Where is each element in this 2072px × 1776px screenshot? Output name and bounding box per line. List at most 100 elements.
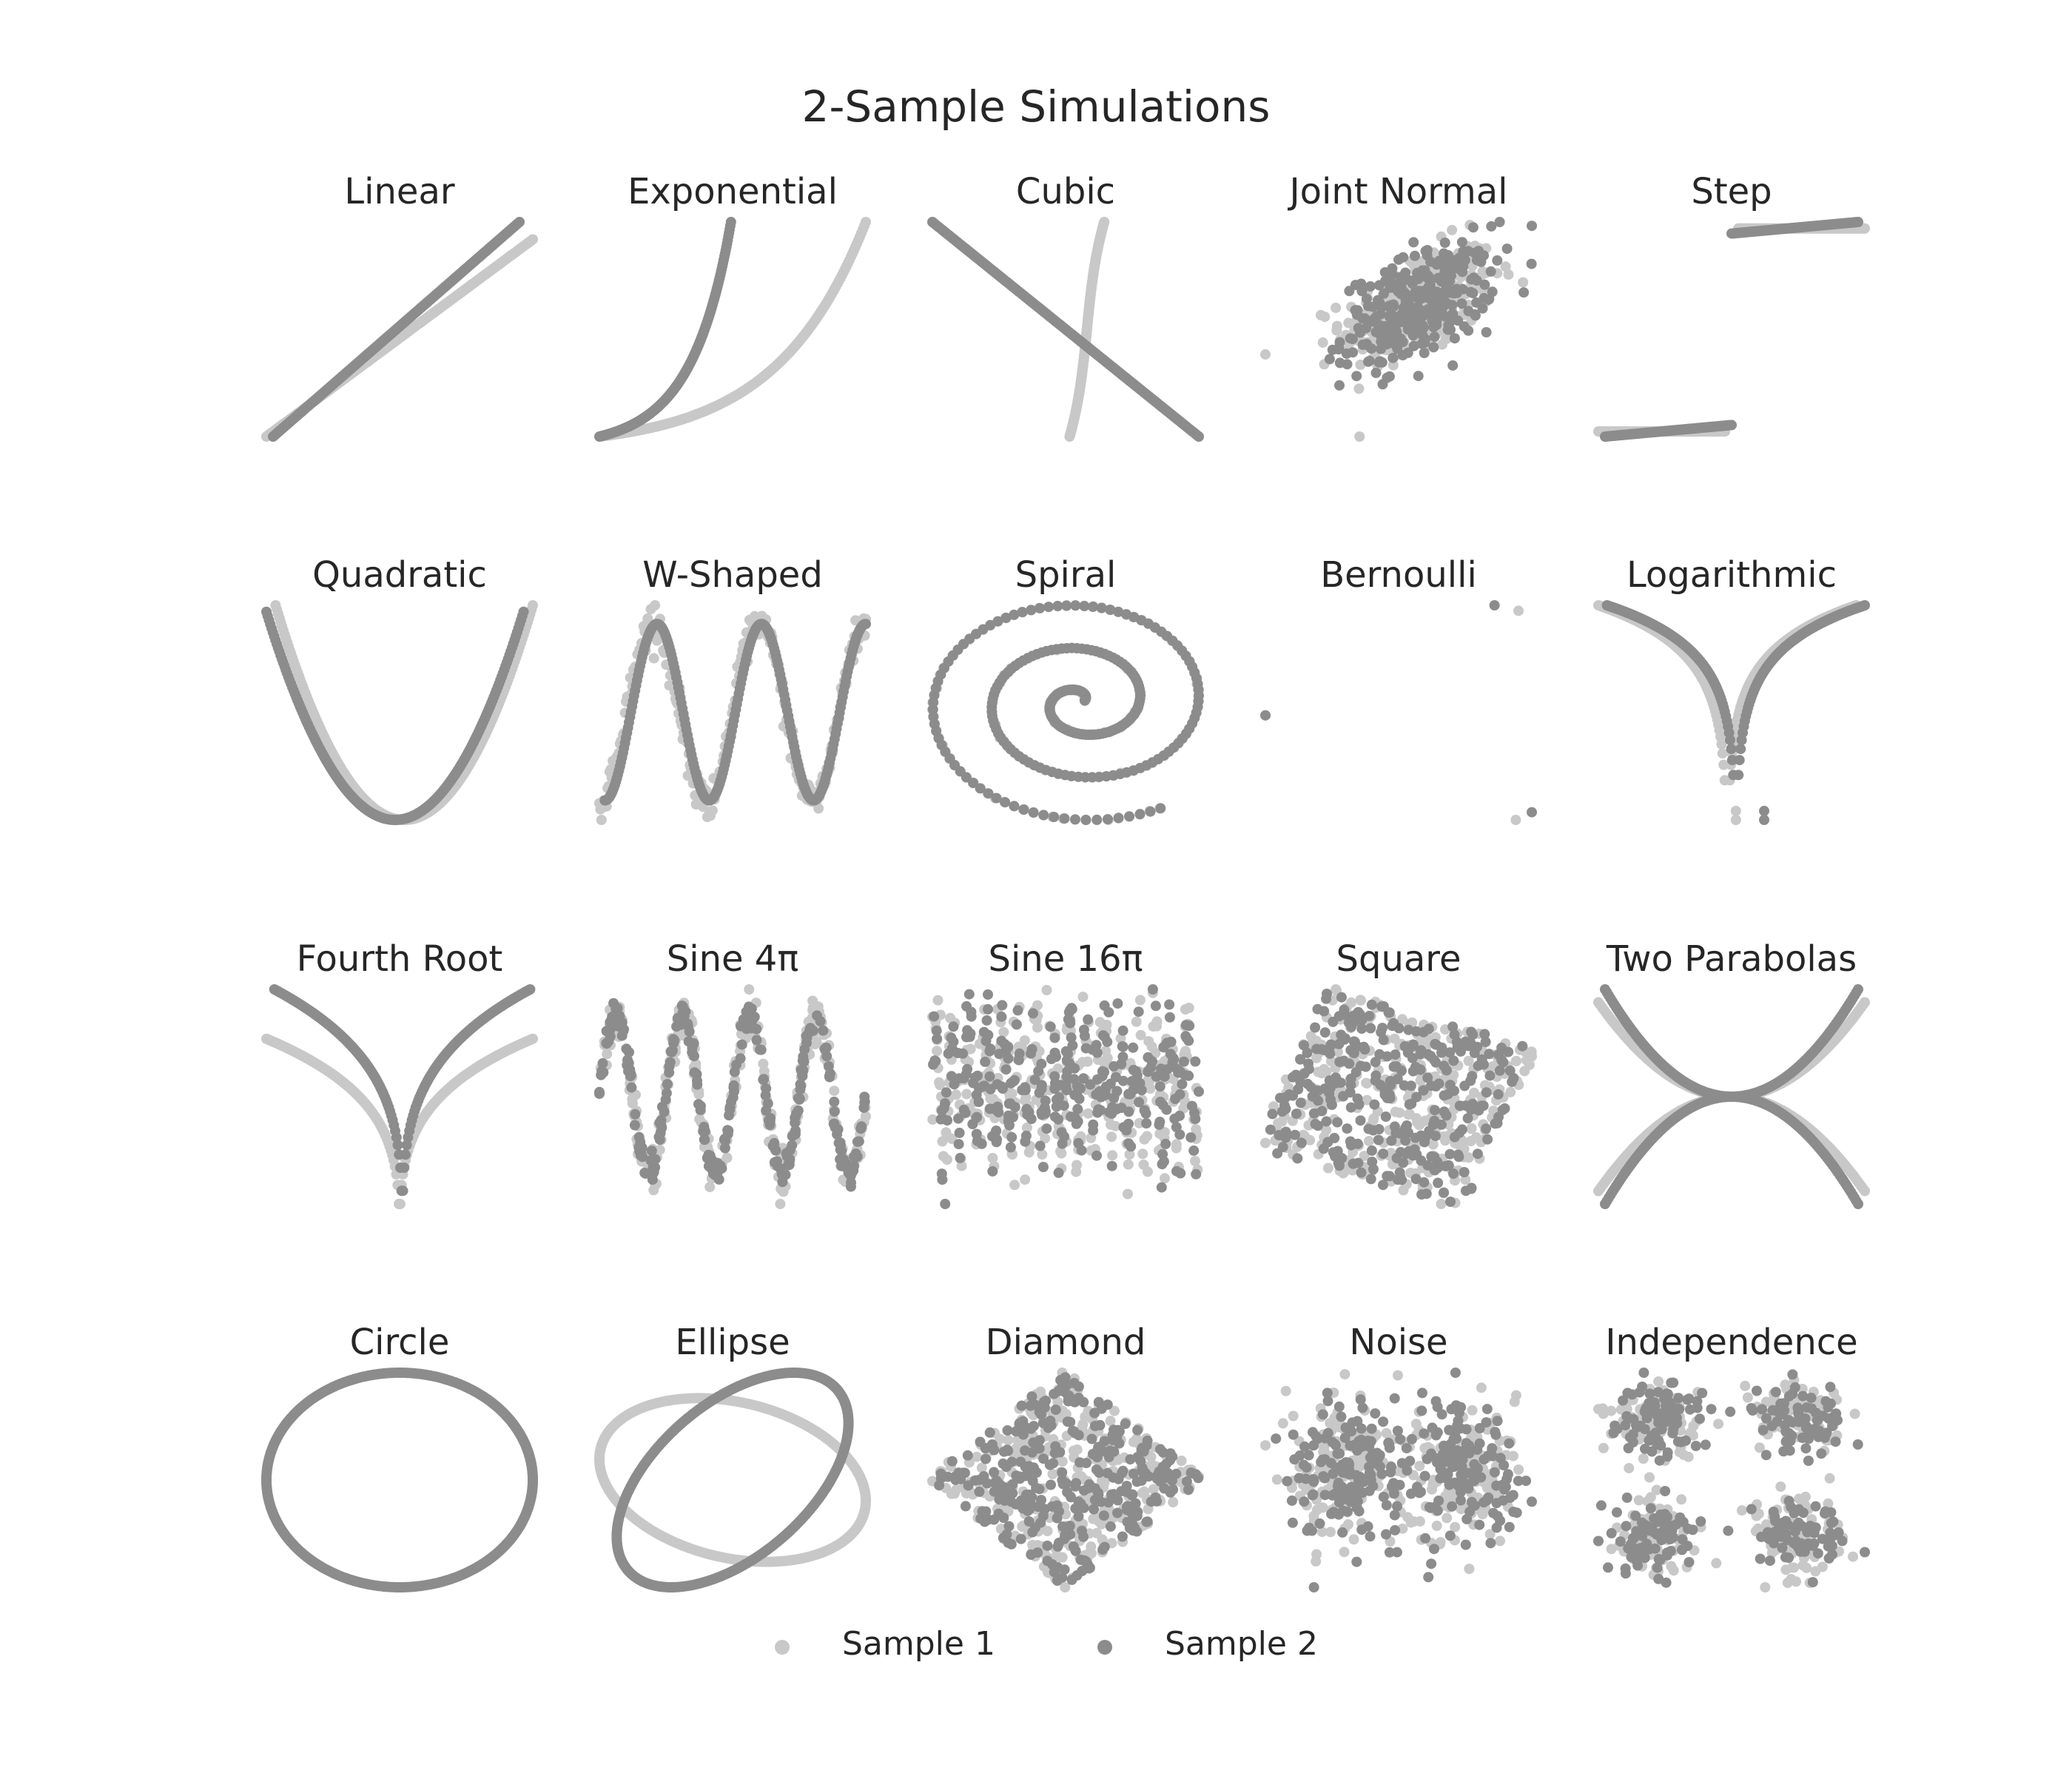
panel-fourth-root: Fourth Root bbox=[261, 938, 538, 1209]
point-sample-1 bbox=[1260, 349, 1271, 360]
point-sample-2 bbox=[1376, 357, 1388, 368]
panel-title: Logarithmic bbox=[1627, 554, 1837, 596]
series-sample-2 bbox=[599, 619, 871, 806]
point-sample-2 bbox=[1102, 814, 1113, 825]
panel-joint-normal: Joint Normal bbox=[1260, 171, 1537, 442]
point-sample-2 bbox=[1324, 354, 1335, 365]
point-sample-2 bbox=[1356, 286, 1368, 297]
point-sample-2 bbox=[1453, 261, 1464, 272]
point-sample-2 bbox=[1420, 334, 1430, 345]
point-sample-2 bbox=[1436, 276, 1447, 287]
point-sample-2 bbox=[1759, 805, 1769, 816]
point-sample-2 bbox=[1449, 333, 1460, 344]
point-sample-2 bbox=[666, 1046, 677, 1057]
panel-title: Sine 4π bbox=[667, 938, 798, 980]
point-sample-1 bbox=[650, 600, 661, 610]
point-sample-1 bbox=[1447, 224, 1458, 235]
point-sample-2 bbox=[1492, 255, 1503, 266]
point-sample-2 bbox=[399, 1163, 410, 1173]
point-sample-2 bbox=[1382, 339, 1392, 350]
point-sample-2 bbox=[1092, 814, 1103, 825]
point-sample-2 bbox=[1402, 324, 1413, 335]
point-sample-2 bbox=[1260, 710, 1271, 721]
point-sample-2 bbox=[1422, 292, 1433, 303]
point-sample-2 bbox=[1860, 600, 1870, 610]
point-sample-2 bbox=[1155, 803, 1166, 814]
point-sample-2 bbox=[795, 1084, 806, 1095]
panel-title: Linear bbox=[344, 171, 454, 212]
point-sample-2 bbox=[525, 984, 536, 995]
point-sample-2 bbox=[688, 1038, 699, 1049]
panel-title: Fourth Root bbox=[297, 938, 503, 980]
point-sample-2 bbox=[1113, 813, 1124, 824]
point-sample-2 bbox=[1388, 352, 1399, 363]
point-sample-2 bbox=[624, 1047, 634, 1057]
point-sample-2 bbox=[1145, 806, 1156, 817]
point-sample-2 bbox=[729, 1066, 740, 1077]
point-sample-1 bbox=[1355, 359, 1366, 370]
point-sample-1 bbox=[775, 1199, 786, 1209]
point-sample-2 bbox=[1408, 340, 1419, 352]
point-sample-2 bbox=[1429, 332, 1440, 343]
point-sample-2 bbox=[1466, 274, 1477, 285]
point-sample-2 bbox=[1388, 281, 1399, 292]
point-sample-2 bbox=[1431, 286, 1442, 297]
series-sample-2 bbox=[1600, 217, 1863, 442]
point-sample-1 bbox=[744, 984, 755, 995]
panel-w-shaped: W-Shaped bbox=[594, 554, 871, 825]
point-sample-2 bbox=[1526, 258, 1537, 269]
point-sample-2 bbox=[1463, 306, 1474, 317]
point-sample-1 bbox=[1503, 269, 1514, 280]
point-sample-2 bbox=[392, 1140, 403, 1151]
point-sample-2 bbox=[1726, 420, 1737, 431]
point-sample-1 bbox=[602, 1049, 613, 1060]
panel-title: W-Shaped bbox=[642, 554, 823, 596]
point-sample-2 bbox=[1079, 600, 1090, 611]
point-sample-2 bbox=[1392, 343, 1403, 354]
point-sample-2 bbox=[1439, 238, 1450, 248]
series-sample-2 bbox=[261, 606, 529, 825]
point-sample-2 bbox=[1527, 221, 1537, 232]
point-sample-2 bbox=[518, 606, 529, 617]
point-sample-2 bbox=[1418, 321, 1429, 332]
panel-title: Cubic bbox=[1016, 171, 1115, 212]
point-sample-1 bbox=[1730, 815, 1741, 825]
point-sample-2 bbox=[1518, 287, 1530, 298]
point-sample-2 bbox=[1035, 602, 1046, 613]
point-sample-2 bbox=[1374, 297, 1385, 308]
point-sample-1 bbox=[829, 1086, 840, 1097]
point-sample-2 bbox=[1353, 323, 1364, 334]
point-sample-2 bbox=[856, 1121, 867, 1132]
point-sample-1 bbox=[394, 1199, 406, 1209]
panel-title: Bernoulli bbox=[1320, 554, 1477, 596]
point-sample-2 bbox=[514, 217, 525, 227]
series-sample-2 bbox=[927, 600, 1204, 825]
point-sample-2 bbox=[1601, 600, 1612, 610]
point-sample-1 bbox=[1730, 805, 1741, 816]
panel-exponential: Exponential bbox=[594, 171, 871, 442]
series-sample-1 bbox=[261, 1033, 538, 1209]
series-sample-1 bbox=[270, 600, 538, 825]
point-sample-2 bbox=[1334, 337, 1345, 348]
point-sample-2 bbox=[1393, 254, 1404, 265]
point-sample-2 bbox=[1000, 797, 1011, 808]
point-sample-2 bbox=[661, 1088, 672, 1099]
panel-title: Exponential bbox=[628, 171, 838, 212]
point-sample-2 bbox=[1049, 812, 1060, 822]
point-sample-2 bbox=[1334, 357, 1345, 369]
point-sample-2 bbox=[1467, 222, 1479, 233]
series-sample-2 bbox=[268, 217, 525, 442]
point-sample-2 bbox=[1733, 770, 1744, 781]
point-sample-2 bbox=[1399, 286, 1410, 297]
point-sample-2 bbox=[1428, 342, 1439, 353]
point-sample-1 bbox=[707, 805, 718, 816]
point-sample-2 bbox=[755, 1044, 765, 1055]
point-sample-1 bbox=[1331, 320, 1342, 332]
point-sample-2 bbox=[1476, 256, 1487, 267]
point-sample-1 bbox=[1513, 605, 1524, 616]
point-sample-1 bbox=[1436, 339, 1447, 350]
point-sample-2 bbox=[597, 1057, 608, 1069]
point-sample-2 bbox=[1362, 300, 1373, 312]
point-sample-2 bbox=[1096, 602, 1107, 613]
point-sample-2 bbox=[1419, 348, 1430, 358]
